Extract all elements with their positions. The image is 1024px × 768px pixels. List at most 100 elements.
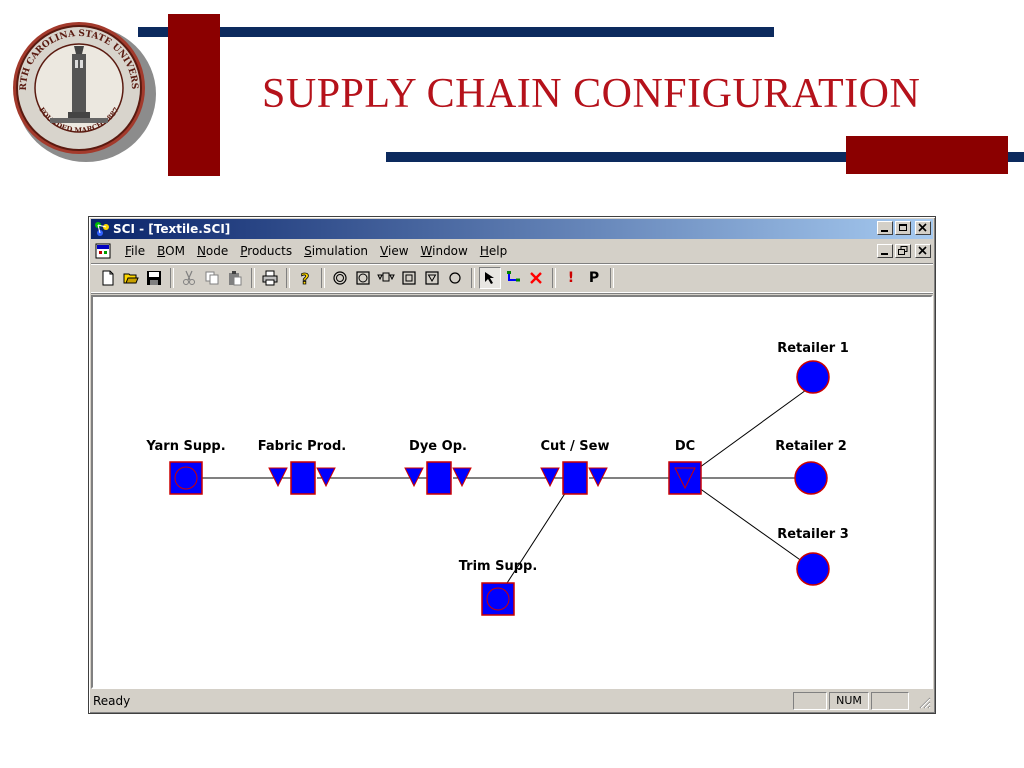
network-app-icon xyxy=(95,222,109,236)
minimize-icon xyxy=(881,230,888,232)
menu-node[interactable]: Node xyxy=(196,244,229,258)
question-mark-icon: ? xyxy=(300,270,310,286)
node-trim-supplier[interactable] xyxy=(481,582,515,616)
app-window: SCI - [Textile.SCI] File BOM Node Products S… xyxy=(88,216,936,714)
menu-simulation[interactable]: Simulation xyxy=(304,244,369,258)
toolbar-separator xyxy=(170,268,174,288)
document-system-menu-icon[interactable] xyxy=(95,243,111,259)
node-label-retailer-1: Retailer 1 xyxy=(777,341,849,356)
node-retailer-2[interactable] xyxy=(794,461,828,495)
scissors-icon xyxy=(183,270,195,285)
source-node-tool-button[interactable] xyxy=(352,267,374,289)
university-seal-logo: NORTH CAROLINA STATE UNIVERSITY FOUNDED … xyxy=(4,14,156,162)
toolbar-separator xyxy=(251,268,255,288)
menu-file[interactable]: File xyxy=(125,244,146,258)
toolbar-separator xyxy=(321,268,325,288)
supply-chain-diagram: Yarn Supp. Fabric Prod. Dye Op. Cut xyxy=(145,341,849,616)
resize-grip-icon[interactable] xyxy=(917,695,931,709)
square-circle-node-icon xyxy=(356,271,370,285)
toolbar-separator xyxy=(552,268,556,288)
window-title: SCI - [Textile.SCI] xyxy=(113,222,231,236)
connect-link-button[interactable] xyxy=(502,267,524,289)
window-maximize-button[interactable] xyxy=(895,221,911,235)
supplier-node-tool-button[interactable] xyxy=(329,267,351,289)
toolbar-separator xyxy=(286,268,290,288)
printer-icon xyxy=(262,270,278,286)
run-simulation-button[interactable]: ! xyxy=(560,267,582,289)
menu-window[interactable]: Window xyxy=(420,244,468,258)
node-retailer-1[interactable] xyxy=(796,360,830,394)
pointer-arrow-icon xyxy=(485,272,494,284)
node-retailer-3[interactable] xyxy=(796,552,830,586)
new-button[interactable] xyxy=(97,267,119,289)
decorative-red-bar-vertical xyxy=(168,14,220,176)
delete-button[interactable] xyxy=(525,267,547,289)
decorative-navy-bar-bottom xyxy=(386,152,1024,162)
status-bar: Ready NUM xyxy=(91,691,933,711)
close-icon xyxy=(918,223,927,232)
menu-products[interactable]: Products xyxy=(240,244,293,258)
node-label-yarn: Yarn Supp. xyxy=(145,439,225,454)
products-button[interactable]: P xyxy=(583,267,605,289)
node-label-dye: Dye Op. xyxy=(409,439,467,454)
node-label-cut: Cut / Sew xyxy=(541,439,610,454)
open-folder-icon xyxy=(123,273,139,284)
retailer-node-tool-button[interactable] xyxy=(444,267,466,289)
new-document-icon xyxy=(102,270,114,286)
close-icon xyxy=(918,246,927,255)
window-titlebar[interactable]: SCI - [Textile.SCI] xyxy=(91,219,933,239)
select-pointer-button[interactable] xyxy=(479,267,501,289)
save-button[interactable] xyxy=(143,267,165,289)
status-pane-caps xyxy=(793,692,827,710)
distribution-node-tool-button[interactable] xyxy=(421,267,443,289)
node-label-retailer-3: Retailer 3 xyxy=(777,527,849,542)
node-yarn-supplier[interactable] xyxy=(169,461,203,495)
paste-button[interactable] xyxy=(224,267,246,289)
inventory-node-tool-button[interactable] xyxy=(398,267,420,289)
print-button[interactable] xyxy=(259,267,281,289)
square-box-node-icon xyxy=(402,271,416,285)
toolbar-separator xyxy=(471,268,475,288)
node-dye-operation[interactable] xyxy=(404,461,472,495)
svg-text:?: ? xyxy=(301,270,310,286)
copy-button[interactable] xyxy=(201,267,223,289)
slide-title: SUPPLY CHAIN CONFIGURATION xyxy=(262,71,921,117)
products-label: P xyxy=(588,270,600,286)
node-fabric-production[interactable] xyxy=(268,461,336,495)
minimize-icon xyxy=(881,253,888,255)
open-button[interactable] xyxy=(120,267,142,289)
menu-view[interactable]: View xyxy=(380,244,409,258)
menu-bom[interactable]: BOM xyxy=(157,244,185,258)
supplier-node-icon xyxy=(333,271,347,285)
window-minimize-button[interactable] xyxy=(877,221,893,235)
link-cut-trim[interactable] xyxy=(497,477,576,598)
help-button[interactable]: ? xyxy=(294,267,316,289)
menu-help[interactable]: Help xyxy=(479,244,508,258)
node-label-dc: DC xyxy=(675,439,695,454)
menu-bar: File BOM Node Products Simulation View Window H… xyxy=(91,241,933,261)
node-distribution-center[interactable] xyxy=(668,461,702,495)
save-disk-icon xyxy=(147,271,161,285)
status-pane-scroll xyxy=(871,692,909,710)
node-label-retailer-2: Retailer 2 xyxy=(775,439,847,454)
cut-button[interactable] xyxy=(178,267,200,289)
copy-icon xyxy=(205,271,219,285)
toolbar-separator xyxy=(610,268,614,288)
status-text: Ready xyxy=(93,694,131,708)
maximize-icon xyxy=(899,224,907,231)
diagram-canvas[interactable]: Yarn Supp. Fabric Prod. Dye Op. Cut xyxy=(91,295,933,689)
link-dc-retailer3[interactable] xyxy=(684,477,814,570)
node-label-trim: Trim Supp. xyxy=(459,559,538,574)
decorative-navy-bar-top xyxy=(138,27,774,37)
production-node-tool-button[interactable] xyxy=(375,267,397,289)
document-close-button[interactable] xyxy=(915,244,931,258)
node-cut-sew[interactable] xyxy=(540,461,608,495)
link-dc-retailer1[interactable] xyxy=(684,384,814,479)
document-minimize-button[interactable] xyxy=(877,244,893,258)
toolbar: ? xyxy=(91,263,933,293)
document-restore-button[interactable] xyxy=(895,244,911,258)
status-pane-num: NUM xyxy=(829,692,869,710)
circle-node-icon xyxy=(449,272,461,284)
decorative-red-bar-horizontal xyxy=(846,136,1008,174)
window-close-button[interactable] xyxy=(915,221,931,235)
